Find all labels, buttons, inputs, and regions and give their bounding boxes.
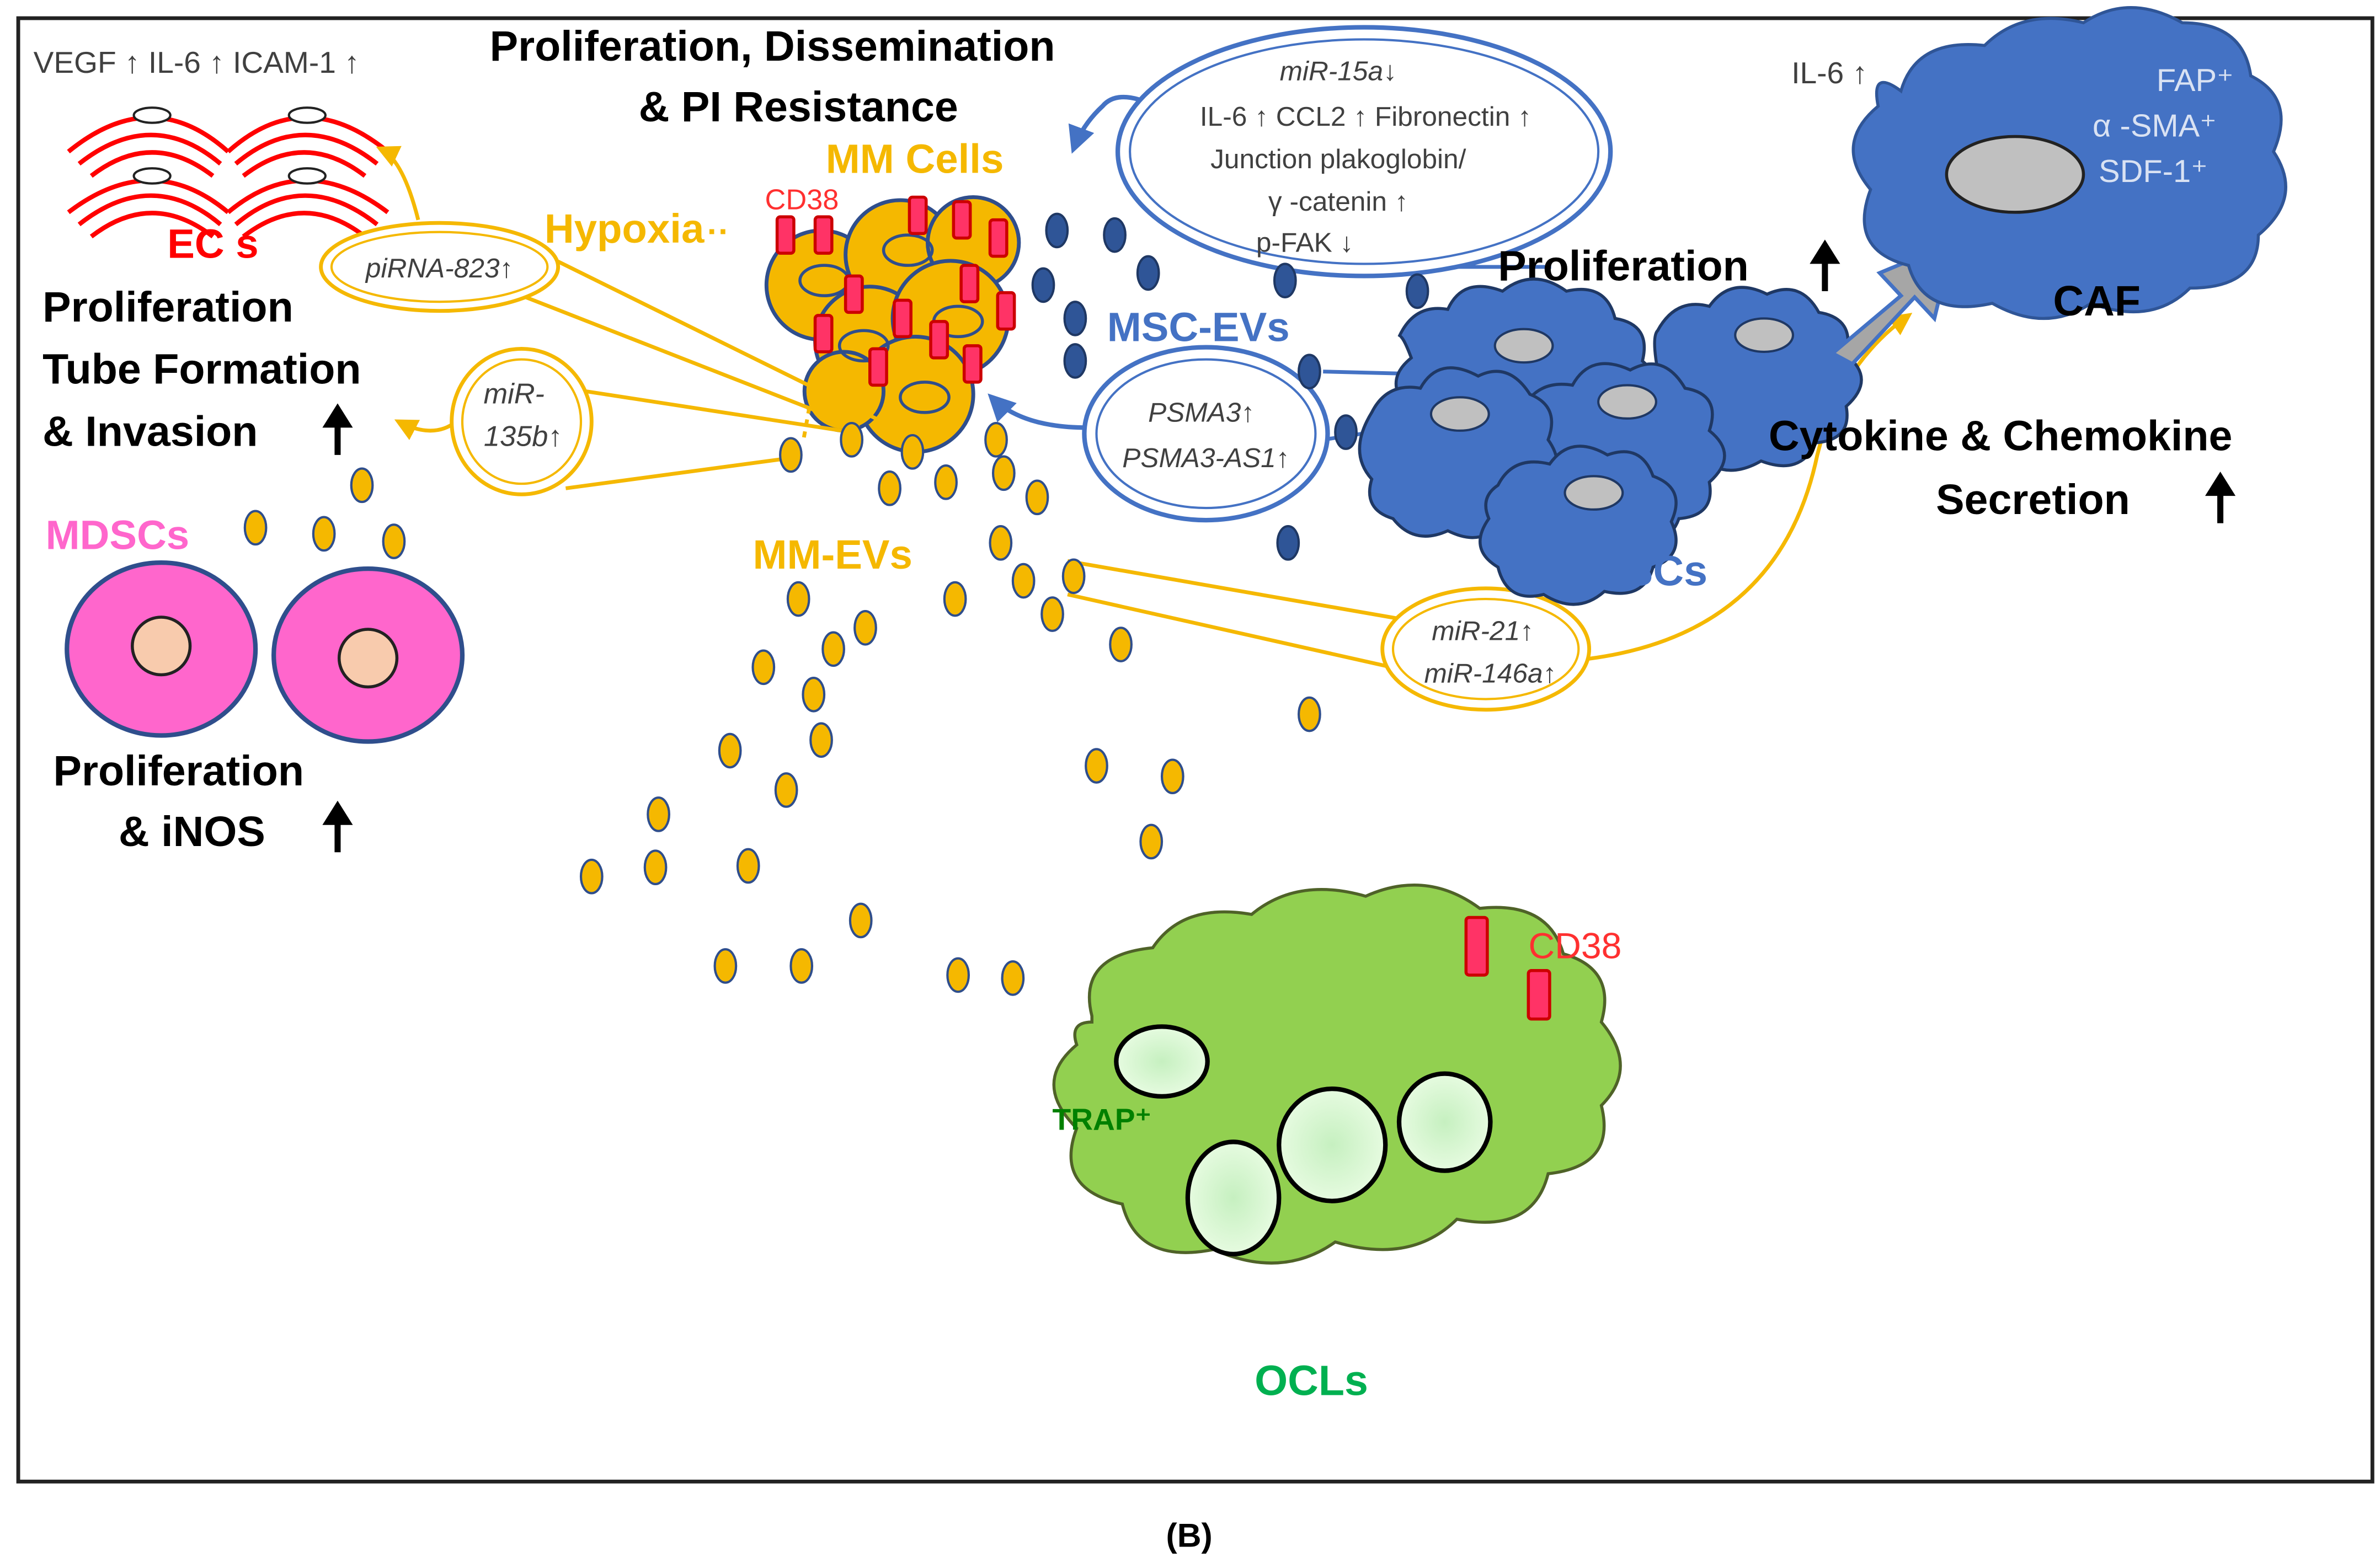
mdsc-effect-line2: & iNOS	[119, 808, 265, 855]
ocl-cd38-label: CD38	[1528, 926, 1621, 967]
msc-evs	[1031, 212, 1429, 561]
msc-ev-line3: Junction plakoglobin/	[1210, 143, 1466, 174]
mm-cd38-receptors	[775, 195, 1016, 387]
caf-marker3: SDF-1⁺	[2099, 154, 2208, 189]
msc-name: MSCs	[1589, 547, 1707, 595]
ec-name: EC s	[167, 221, 258, 267]
ec-effect-line1: Proliferation	[42, 283, 294, 331]
msc-ev-line2: IL-6 ↑ CCL2 ↑ Fibronectin ↑	[1200, 101, 1531, 132]
mir21-line1: miR-21↑	[1432, 615, 1534, 646]
msc-ev-arrow-to-mm	[1068, 94, 1157, 154]
mir135b-bubble	[450, 346, 594, 496]
msc-nuclei	[1429, 317, 1795, 511]
caf-name: CAF	[2053, 277, 2141, 325]
caf-marker1: FAP⁺	[2157, 63, 2234, 98]
panel-label: (B)	[1166, 1517, 1213, 1554]
psma-arrow-to-mm	[988, 393, 1087, 430]
mm-evs-label: MM-EVs	[753, 532, 912, 577]
msc-ev-label: MSC-EVs	[1107, 304, 1290, 350]
mdsc-up-arrow-icon	[322, 800, 353, 853]
arrow-to-caf	[1581, 313, 1913, 662]
psma-line1: PSMA3↑	[1148, 397, 1255, 427]
msc-up-arrow-icon	[1810, 239, 1840, 291]
caf-secretion-line1: Cytokine & Chemokine	[1769, 413, 2233, 460]
msc-ev-line4: γ -catenin ↑	[1268, 186, 1408, 217]
msc-ev-bubble	[1115, 25, 1613, 279]
caf-up-arrow-icon	[2205, 472, 2236, 523]
mm-ev-connectors	[471, 256, 1400, 670]
mm-cells-label: MM Cells	[826, 136, 1004, 182]
caf-marker2: α -SMA⁺	[2093, 109, 2217, 144]
hypoxia-label: Hypoxia	[545, 206, 705, 251]
msc-ev-line5: p-FAK ↓	[1256, 227, 1353, 258]
ec-effect-line2: Tube Formation	[42, 346, 361, 393]
mir135b-line2: 135b↑	[484, 420, 563, 452]
mm-cd38-label: CD38	[765, 184, 839, 216]
ocl-cd38-receptors	[1464, 916, 1551, 1021]
pirna-label: piRNA-823↑	[365, 253, 513, 283]
msc-ev-line1: miR-15a↓	[1280, 56, 1397, 87]
mdsc-effect-line1: Proliferation	[53, 747, 304, 795]
ocl-trap-label: TRAP⁺	[1053, 1102, 1151, 1136]
mdsc-name: MDSCs	[46, 512, 190, 558]
ocl-nuclei	[1114, 1024, 1493, 1256]
pirna-bubble	[319, 221, 561, 313]
caf-secretion-line2: Secretion	[1936, 476, 2130, 523]
mm-effect-line2: & PI Resistance	[639, 83, 958, 131]
mdsc-cells	[65, 560, 465, 744]
ec-up-arrow-icon	[322, 403, 353, 455]
caf-nucleus	[1945, 135, 2085, 214]
mir21-bubble	[1380, 586, 1592, 712]
ec-markers: VEGF ↑ IL-6 ↑ ICAM-1 ↑	[34, 45, 360, 79]
mir21-line2: miR-146a↑	[1424, 657, 1556, 688]
mm-effect-line1: Proliferation, Dissemination	[490, 23, 1055, 70]
ec-effect-line3: & Invasion	[42, 408, 258, 455]
caf-il6: IL-6 ↑	[1791, 56, 1867, 90]
mm-evs	[243, 422, 1321, 1031]
ec-nuclei	[132, 106, 327, 185]
psma-bubble	[1082, 345, 1330, 523]
msc-cells	[1358, 277, 1863, 606]
mir135b-line1: miR-	[483, 378, 545, 410]
arrow-to-ec	[376, 146, 420, 221]
ocl-name: OCLs	[1255, 1357, 1368, 1405]
hypoxia-dots: ··	[707, 212, 729, 250]
psma-line2: PSMA3-AS1↑	[1122, 442, 1289, 473]
